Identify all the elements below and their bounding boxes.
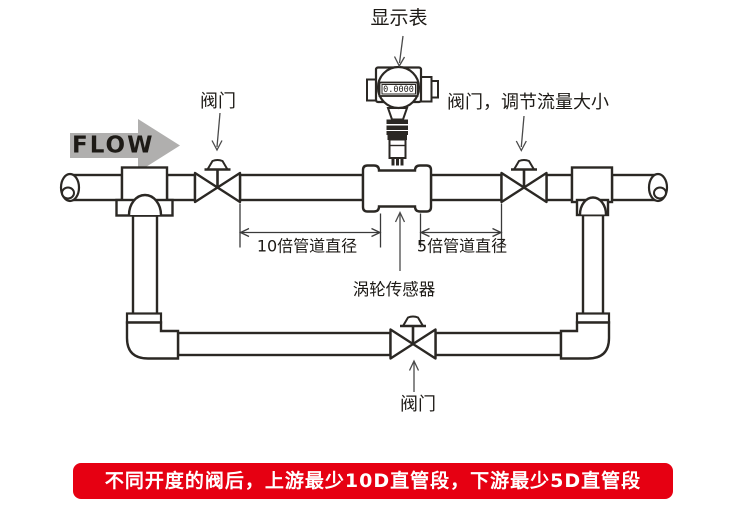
bypass-left-vertical-pipe (131, 214, 159, 316)
meter-display-value: 0.0000 (383, 85, 414, 95)
pipe-end-left (59, 172, 81, 203)
meter-head-assembly: 0.0000 (366, 65, 439, 166)
elbow-right (559, 312, 611, 360)
dimension-downstream (419, 203, 503, 248)
display-meter-label: 显示表 (370, 7, 427, 29)
flow-direction-arrow: FLOW (70, 119, 180, 172)
valve-bypass-pointer (408, 359, 420, 392)
dimension-upstream (238, 203, 382, 248)
bypass-right-vertical-pipe (581, 213, 605, 316)
valve-upstream-pointer (211, 112, 223, 152)
bypass-bottom-pipe (176, 331, 563, 357)
meter-head: 0.0000 (366, 65, 439, 110)
pipe-end-right (647, 172, 669, 203)
tee-left (115, 166, 174, 217)
dimension-downstream-label: 5倍管道直径 (417, 237, 507, 256)
valve-downstream-label: 阀门，调节流量大小 (447, 92, 609, 113)
valve-downstream-pointer (515, 115, 527, 152)
meter-stem (386, 107, 409, 166)
info-banner: 不同开度的阀后，上游最少10D直管段，下游最少5D直管段 (73, 463, 673, 499)
elbow-left (125, 312, 180, 360)
main-pipe-run (69, 173, 659, 202)
flow-label: FLOW (72, 133, 154, 159)
tee-right (570, 166, 614, 217)
valve-bypass (389, 315, 437, 360)
valve-bypass-label: 阀门 (400, 394, 436, 415)
valve-downstream (500, 158, 548, 204)
sensor-label: 涡轮传感器 (353, 280, 436, 299)
sensor-pointer (394, 210, 406, 271)
flow-meter-body (361, 164, 433, 213)
display-meter-pointer (393, 35, 406, 68)
info-banner-text: 不同开度的阀后，上游最少10D直管段，下游最少5D直管段 (104, 470, 642, 492)
valve-upstream-label: 阀门 (200, 91, 236, 112)
meter-display: 0.0000 (378, 81, 419, 97)
valve-upstream (193, 158, 242, 204)
dimension-upstream-label: 10倍管道直径 (257, 237, 357, 256)
